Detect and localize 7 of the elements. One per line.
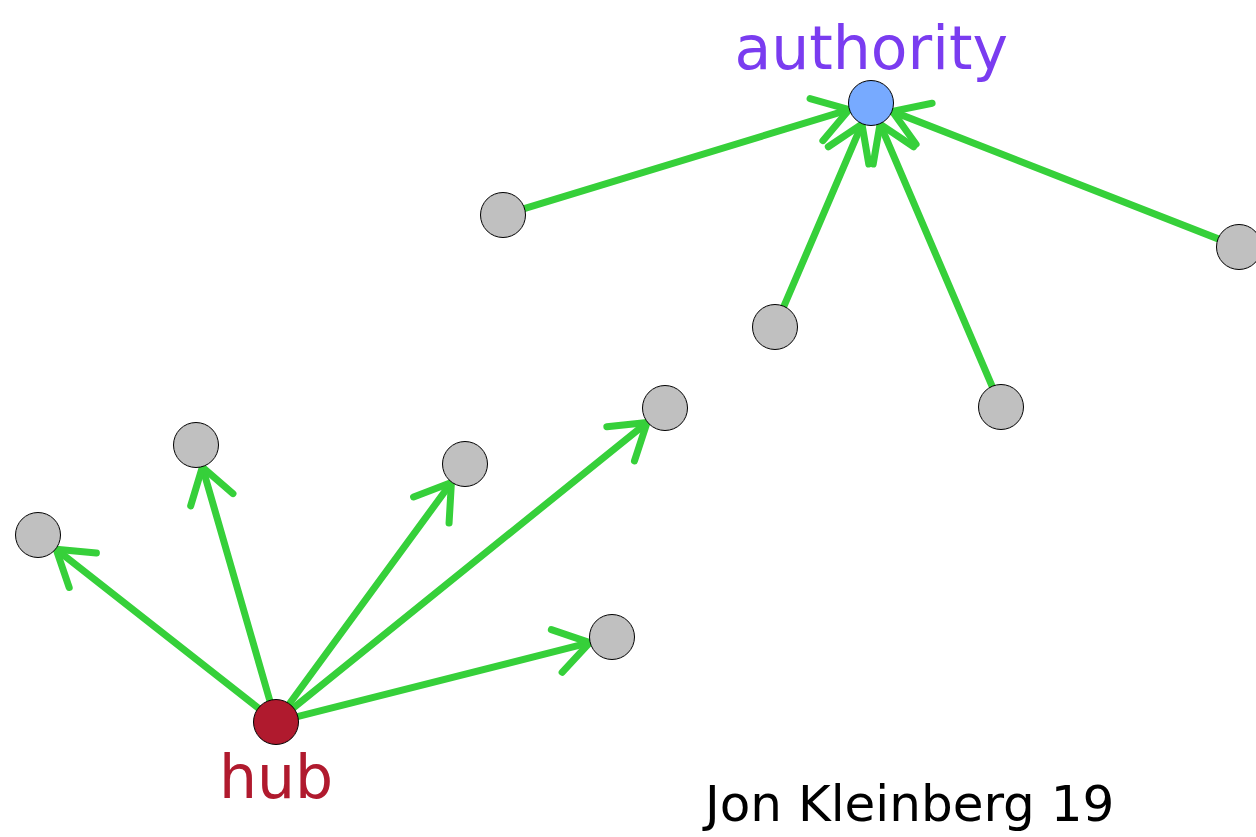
arrow (780, 120, 873, 310)
arrow (869, 120, 996, 390)
arrow (286, 479, 455, 707)
arrow (52, 545, 262, 712)
node-label: hub (219, 745, 334, 809)
arrow (290, 418, 651, 712)
node-label: authority (734, 16, 1008, 80)
